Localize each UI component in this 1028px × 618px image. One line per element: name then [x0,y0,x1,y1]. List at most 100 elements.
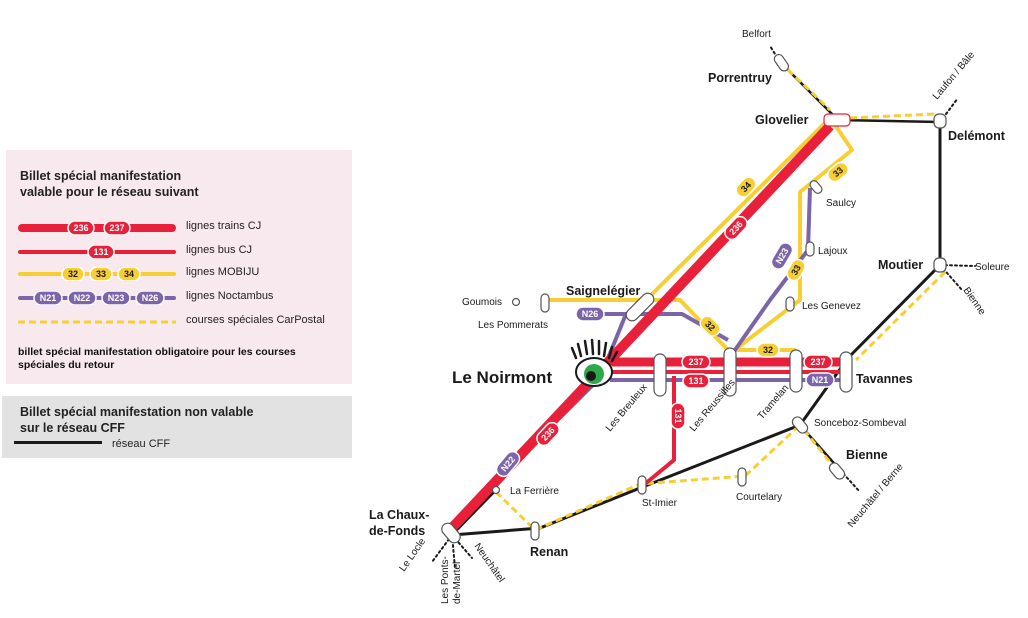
label-neuchatel: Neuchâtel [472,541,507,584]
legend-badge-34: 34 [124,269,134,279]
label-soleure: Soleure [975,262,1010,273]
stop-sonceboz [791,416,809,434]
stop-les-genevez [785,296,795,312]
legend-noctambus-label: lignes Noctambus [186,290,274,302]
badge-236-upper: 236 [724,215,748,241]
stop-porrentruy [773,53,790,72]
svg-text:131: 131 [673,408,683,423]
stop-les-reussilles [723,347,737,397]
svg-text:33: 33 [831,165,845,179]
stop-moutier [933,257,947,273]
legend-valid-title: Billet spécial manifestation valable pou… [20,169,199,199]
station-markers [441,53,947,544]
badge-237-right: 237 [803,354,833,370]
legend-cff-label: réseau CFF [112,438,171,450]
label-les-pommerats: Les Pommerats [478,320,548,331]
label-le-noirmont: Le Noirmont [452,368,552,387]
label-le-locle: Le Locle [397,536,428,574]
label-saignelegier: Saignelégier [566,284,640,298]
legend-invalid-title: Billet spécial manifestation non valable… [20,405,254,435]
svg-text:34: 34 [739,180,753,194]
badge-n26: N26 [575,306,605,322]
badge-32-diag: 32 [699,315,721,337]
label-porrentruy: Porrentruy [708,71,772,85]
badge-131-branch: 131 [670,402,686,430]
label-la-ferriere: La Ferrière [510,486,559,497]
legend-badge-237: 237 [109,223,124,233]
label-bienne: Bienne [846,448,888,462]
legend-bus-label: lignes bus CJ [186,244,253,256]
label-delemont: Delémont [948,129,1006,143]
label-bienne-dir: Bienne [961,285,988,317]
label-sonceboz: Sonceboz-Sombeval [814,418,906,429]
svg-text:237: 237 [810,357,825,367]
badge-33-upper: 33 [827,161,849,183]
legend-carpostal-label: courses spéciales CarPostal [186,314,325,326]
label-moutier: Moutier [878,258,923,272]
label-tramelan: Tramelan [756,383,791,422]
label-goumois: Goumois [462,297,502,308]
stop-saulcy [809,180,823,194]
svg-text:N26: N26 [582,309,599,319]
legend-train-swatch: 236 237 [18,221,176,235]
mobiju-33 [726,123,854,357]
carpostal-glovelier-delemont [849,112,936,120]
label-tavannes: Tavannes [856,372,913,386]
carpostal-moutier-tavannes [854,270,947,362]
label-les-genevez: Les Genevez [802,301,861,312]
badge-131-main: 131 [682,373,710,389]
legend-badge-n21: N21 [40,293,57,303]
stop-saignelegier [625,292,655,322]
stop-courtelary [737,467,747,487]
svg-text:131: 131 [688,376,703,386]
stop-glovelier [823,113,851,127]
legend-bus-swatch: 131 [18,245,176,259]
legend-badge-n22: N22 [74,293,91,303]
label-neuchatel-berne: Neuchâtel / Berne [846,461,906,530]
badge-33-lower: 33 [786,258,806,282]
label-laufon: Laufon / Bâle [931,49,978,102]
label-les-ponts-1: Les Ponts- [440,556,451,604]
legend-cff-swatch [14,441,102,444]
badge-n21: N21 [805,372,835,388]
legend-mobiju-swatch: 32 33 34 [18,267,176,281]
label-renan: Renan [530,545,568,559]
legend-badge-n26: N26 [142,293,159,303]
label-belfort: Belfort [742,29,771,40]
cff-line-la-ferriere [450,488,498,537]
mobiju-34 [644,120,828,302]
badge-237-left: 237 [681,354,711,370]
stop-goumois [511,297,521,307]
stop-tavannes [839,351,853,393]
carpostal-porrentruy-glovelier [778,60,832,112]
badge-n22: N22 [495,450,521,478]
legend-carpostal-swatch [18,320,176,324]
stop-tramelan [789,349,803,393]
stop-la-ferriere [491,485,501,495]
label-saulcy: Saulcy [826,198,856,209]
legend-train-label: lignes trains CJ [186,220,262,232]
stop-les-breuleux [653,353,667,397]
legend-badge-32: 32 [68,269,78,279]
label-lajoux: Lajoux [818,246,847,257]
stop-bienne [828,462,846,480]
legend-mobiju-label: lignes MOBIJU [186,266,260,278]
legend-note: billet spécial manifestation obligatoire… [18,346,296,371]
legend-badge-n23: N23 [108,293,125,303]
legend-badge-131: 131 [93,247,108,257]
stop-delemont [933,113,947,129]
label-la-chaux-de-fonds-2: de-Fonds [369,524,425,538]
label-courtelary: Courtelary [736,492,782,503]
label-st-imier: St-Imier [642,498,678,509]
stop-renan [530,521,540,541]
stop-les-pommerats [540,293,550,313]
stop-st-imier [637,475,647,495]
svg-text:N21: N21 [812,375,829,385]
badge-n23: N23 [770,242,794,270]
line-badges: 236 236 237 237 131 131 34 33 [495,161,849,478]
label-la-chaux-de-fonds-1: La Chaux- [369,508,429,522]
svg-text:237: 237 [688,357,703,367]
legend-valid-network: Billet spécial manifestation valable pou… [6,150,352,384]
label-les-ponts-2: de-Martel [452,562,463,604]
